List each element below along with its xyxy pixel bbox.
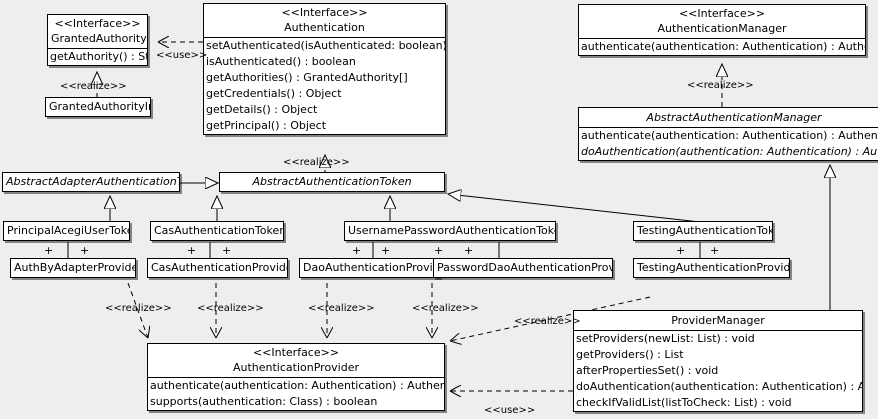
stereotype-label: <<Interface>> bbox=[281, 6, 368, 19]
stereotype-label: <<Interface>> bbox=[252, 346, 340, 359]
edge-label-realize-cas-provider: <<realize>> bbox=[197, 303, 264, 314]
multiplicity-marker: + bbox=[434, 244, 444, 257]
methods-compartment: getAuthority() : String bbox=[48, 48, 147, 65]
method-item: doAuthentication(authentication: Authent… bbox=[581, 145, 878, 158]
class-header: <<Interface>> Authentication bbox=[204, 4, 445, 37]
class-authentication-manager[interactable]: <<Interface>> AuthenticationManager auth… bbox=[578, 4, 866, 56]
class-header: ProviderManager bbox=[574, 311, 862, 330]
multiplicity-marker: + bbox=[80, 244, 90, 257]
class-abstract-adapter-authentication-token[interactable]: AbstractAdapterAuthenticationToken bbox=[2, 172, 180, 192]
class-name-label: Authentication bbox=[284, 21, 365, 34]
edge-label-realize-testing-provider: <<realize>> bbox=[514, 316, 581, 327]
class-name-label: PasswordDaoAuthenticationProvider bbox=[437, 261, 612, 274]
multiplicity-marker: + bbox=[222, 244, 232, 257]
multiplicity-marker: + bbox=[352, 244, 362, 257]
class-header: <<Interface>> AuthenticationProvider bbox=[148, 344, 444, 377]
class-name-label: AuthenticationManager bbox=[657, 22, 787, 35]
class-name-label: TestingAuthenticationToken bbox=[637, 224, 773, 237]
method-item: authenticate(authentication: Authenticat… bbox=[150, 379, 444, 392]
methods-compartment: authenticate(authentication: Authenticat… bbox=[148, 377, 444, 410]
class-abstract-authentication-manager[interactable]: AbstractAuthenticationManager authentica… bbox=[578, 107, 878, 161]
class-cas-authentication-provider[interactable]: CasAuthenticationProvider bbox=[147, 258, 288, 278]
edge-label-realize-abstract-authentication-token: <<realize>> bbox=[283, 157, 350, 168]
edge-label-realize-auth-by-adapter: <<realize>> bbox=[105, 303, 172, 314]
stereotype-label: <<Interface>> bbox=[678, 7, 766, 20]
method-item: getCredentials() : Object bbox=[206, 87, 342, 100]
multiplicity-marker: + bbox=[44, 244, 54, 257]
class-auth-by-adapter-provider[interactable]: AuthByAdapterProvider bbox=[10, 258, 136, 278]
class-cas-authentication-token[interactable]: CasAuthenticationToken bbox=[150, 221, 284, 241]
method-item: checkIfValidList(listToCheck: List) : vo… bbox=[576, 396, 792, 409]
class-name-label: ProviderManager bbox=[671, 314, 765, 327]
method-item: getAuthority() : String bbox=[50, 50, 147, 63]
methods-compartment: authenticate(authentication: Authenticat… bbox=[579, 38, 865, 55]
method-item: setProviders(newList: List) : void bbox=[576, 332, 755, 345]
method-item: getDetails() : Object bbox=[206, 103, 318, 116]
class-authentication[interactable]: <<Interface>> Authentication setAuthenti… bbox=[203, 3, 446, 135]
class-provider-manager[interactable]: ProviderManager setProviders(newList: Li… bbox=[573, 310, 863, 412]
class-testing-authentication-provider[interactable]: TestingAuthenticationProvider bbox=[633, 258, 790, 278]
method-item: setAuthenticated(isAuthenticated: boolea… bbox=[206, 39, 446, 52]
class-name-label: PrincipalAcegiUserToken bbox=[7, 224, 130, 237]
class-principal-acegi-user-token[interactable]: PrincipalAcegiUserToken bbox=[3, 221, 130, 241]
class-name-label: UsernamePasswordAuthenticationToken bbox=[348, 224, 556, 237]
edge-label-realize-grantedauthorityimpl: <<realize>> bbox=[60, 81, 127, 92]
class-password-dao-authentication-provider[interactable]: PasswordDaoAuthenticationProvider bbox=[433, 258, 613, 278]
methods-compartment: authenticate(authentication: Authenticat… bbox=[579, 127, 878, 160]
multiplicity-marker: + bbox=[464, 244, 474, 257]
multiplicity-marker: + bbox=[187, 244, 197, 257]
class-name-label: AbstractAuthenticationToken bbox=[252, 175, 412, 188]
method-item: getAuthorities() : GrantedAuthority[] bbox=[206, 71, 408, 84]
method-item: isAuthenticated() : boolean bbox=[206, 55, 356, 68]
stereotype-label: <<Interface>> bbox=[54, 17, 141, 30]
multiplicity-marker: + bbox=[676, 244, 686, 257]
class-header: <<Interface>> GrantedAuthority bbox=[48, 15, 147, 48]
edge-label-use-authentication-grantedauthority: <<use>> bbox=[156, 50, 208, 61]
class-header: <<Interface>> AuthenticationManager bbox=[579, 5, 865, 38]
class-name-label: AuthByAdapterProvider bbox=[14, 261, 136, 274]
class-dao-authentication-provider[interactable]: DaoAuthenticationProvider bbox=[299, 258, 440, 278]
class-authentication-provider[interactable]: <<Interface>> AuthenticationProvider aut… bbox=[147, 343, 445, 411]
class-granted-authority[interactable]: <<Interface>> GrantedAuthority getAuthor… bbox=[47, 14, 148, 66]
multiplicity-marker: + bbox=[710, 244, 720, 257]
edge-label-realize-dao-provider: <<realize>> bbox=[308, 303, 375, 314]
class-name-label: CasAuthenticationProvider bbox=[151, 261, 288, 274]
class-header: AbstractAuthenticationManager bbox=[579, 108, 878, 127]
methods-compartment: setProviders(newList: List) : void getPr… bbox=[574, 330, 862, 411]
class-name-label: AbstractAuthenticationManager bbox=[646, 111, 822, 124]
class-name-label: CasAuthenticationToken bbox=[154, 224, 284, 237]
method-item: supports(authentication: Class) : boolea… bbox=[150, 395, 378, 408]
edge-label-realize-password-dao-provider: <<realize>> bbox=[412, 303, 479, 314]
method-item: getPrincipal() : Object bbox=[206, 119, 327, 132]
method-item: authenticate(authentication: Authenticat… bbox=[581, 129, 878, 142]
class-testing-authentication-token[interactable]: TestingAuthenticationToken bbox=[633, 221, 773, 241]
edge-label-use-provider-manager: <<use>> bbox=[484, 405, 536, 416]
edge-generalize-testing-token bbox=[448, 194, 701, 223]
class-granted-authority-impl[interactable]: GrantedAuthorityImpl bbox=[45, 97, 151, 117]
class-name-label: TestingAuthenticationProvider bbox=[637, 261, 790, 274]
class-name-label: DaoAuthenticationProvider bbox=[303, 261, 440, 274]
class-name-label: AbstractAdapterAuthenticationToken bbox=[6, 175, 179, 188]
class-name-label: AuthenticationProvider bbox=[232, 361, 360, 374]
methods-compartment: setAuthenticated(isAuthenticated: boolea… bbox=[204, 37, 445, 134]
edge-label-realize-abstract-authentication-manager: <<realize>> bbox=[687, 80, 754, 91]
class-abstract-authentication-token[interactable]: AbstractAuthenticationToken bbox=[219, 172, 445, 192]
class-username-password-authentication-token[interactable]: UsernamePasswordAuthenticationToken bbox=[344, 221, 556, 241]
method-item: authenticate(authentication: Authenticat… bbox=[581, 40, 865, 53]
method-item: afterPropertiesSet() : void bbox=[576, 364, 719, 377]
method-item: getProviders() : List bbox=[576, 348, 684, 361]
class-name-label: GrantedAuthorityImpl bbox=[49, 100, 150, 113]
method-item: doAuthentication(authentication: Authent… bbox=[576, 380, 862, 393]
multiplicity-marker: + bbox=[381, 244, 391, 257]
class-name-label: GrantedAuthority bbox=[51, 32, 147, 45]
